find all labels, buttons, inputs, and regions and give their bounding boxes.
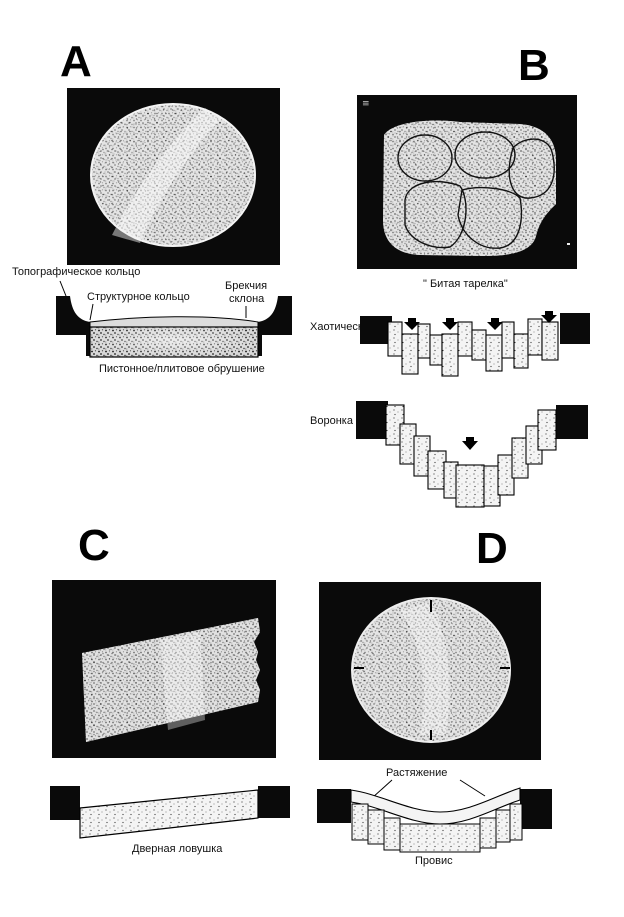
label-funnel: Воронка	[310, 415, 354, 427]
label-sag: Провис	[415, 855, 453, 867]
panel-b: B ≡ " Битая тарелка" Хаотическое	[310, 41, 590, 508]
panel-a-letter: A	[60, 37, 92, 86]
label-slope-breccia-2: склона	[229, 293, 265, 305]
panel-c: C Дверная ловушка	[50, 521, 290, 855]
label-structural-ring: Структурное кольцо	[87, 291, 190, 303]
panel-c-letter: C	[78, 521, 110, 570]
panel-d-letter: D	[476, 524, 508, 573]
photo-mark: ≡	[362, 99, 370, 109]
panel-b-funnel-section: Воронка	[310, 401, 588, 508]
panel-c-photo	[52, 580, 276, 758]
label-topographic-ring: Топографическое кольцо	[12, 266, 140, 278]
label-extension: Растяжение	[386, 767, 447, 779]
label-chaotic: Хаотическое	[310, 321, 375, 333]
panel-d: D Растяжение	[317, 524, 552, 867]
panel-b-letter: B	[518, 41, 550, 90]
panel-a-cross-section	[56, 280, 292, 358]
panel-d-photo	[319, 582, 541, 760]
panel-b-chaotic-section: Хаотическое	[310, 311, 590, 377]
label-slope-breccia-1: Брекчия	[225, 280, 267, 292]
panel-a: A Топографическое кольцо Структурное кол…	[12, 37, 292, 375]
label-piston-collapse: Пистонное/плитовое обрушение	[99, 363, 265, 375]
label-broken-plate: " Битая тарелка"	[423, 278, 508, 290]
panel-c-cross-section	[50, 786, 290, 839]
panel-a-photo	[67, 88, 280, 265]
panel-d-cross-section	[317, 779, 552, 853]
panel-b-photo: ≡	[357, 95, 577, 269]
label-trapdoor: Дверная ловушка	[132, 843, 223, 855]
